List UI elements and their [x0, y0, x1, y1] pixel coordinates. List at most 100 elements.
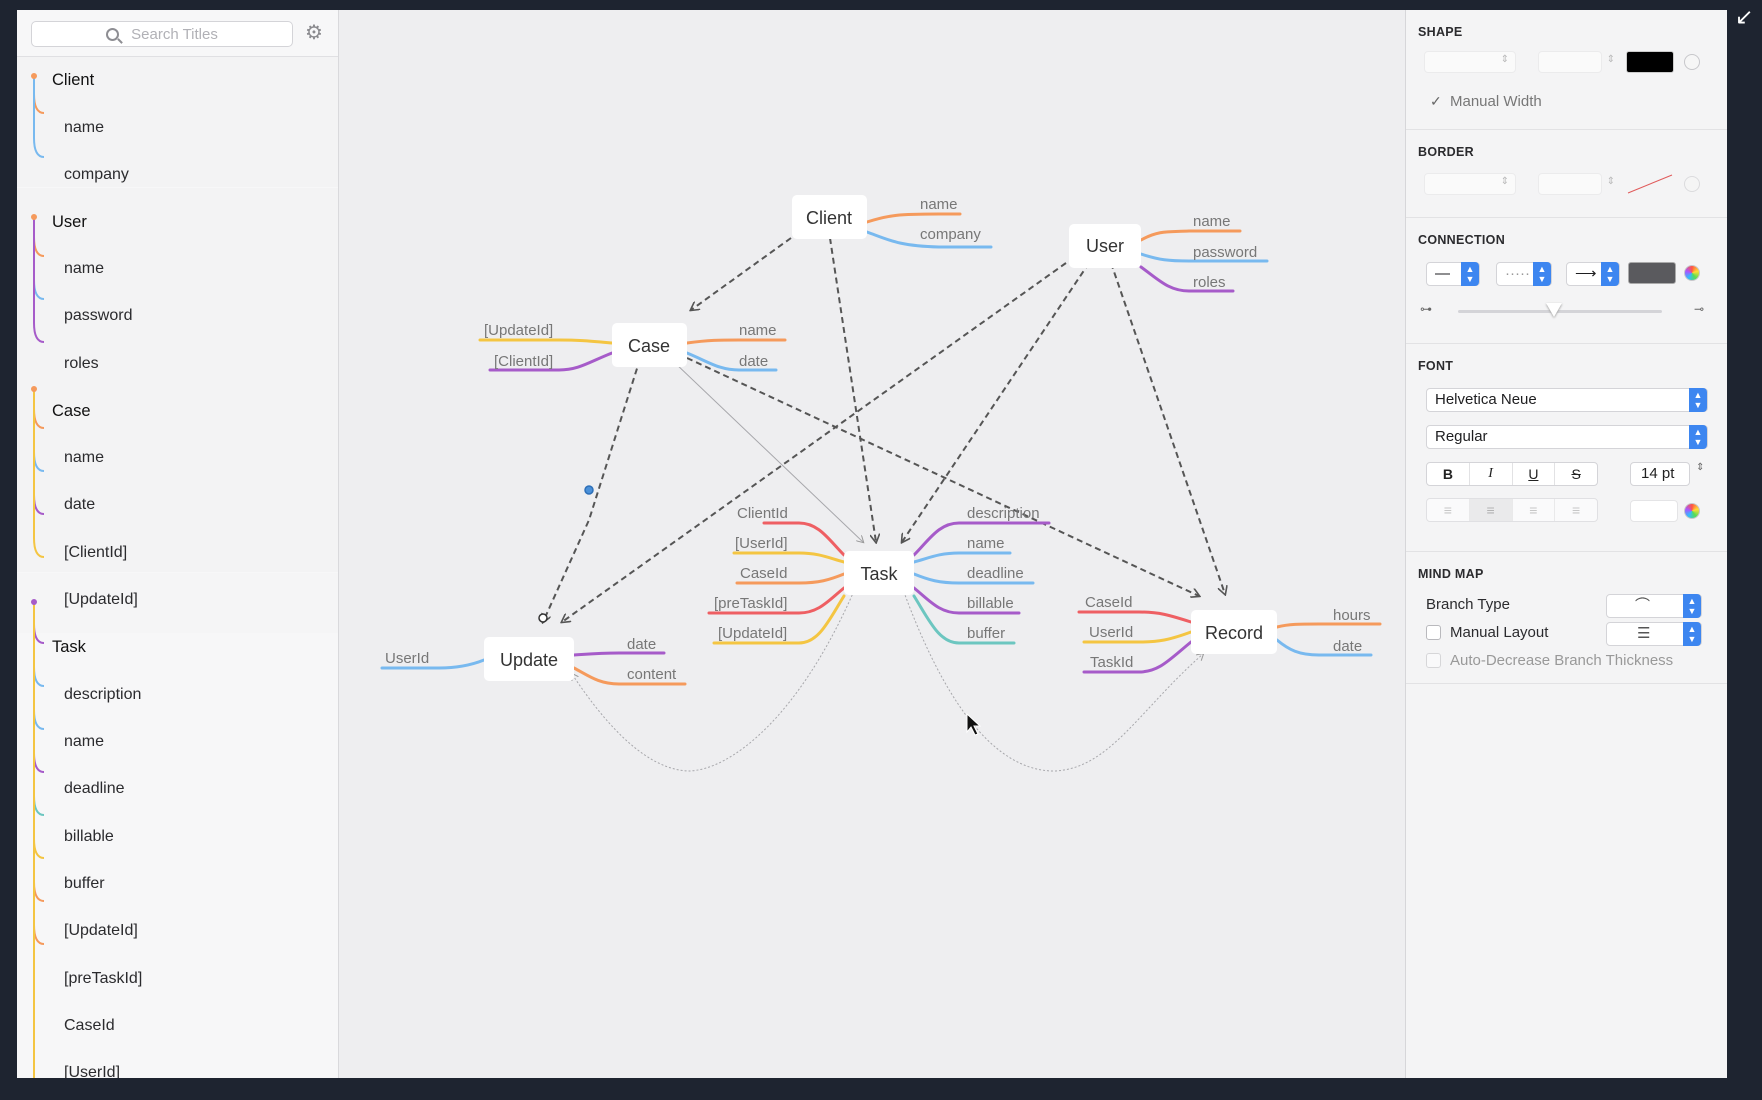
manual-width-checkbox[interactable]: ✓	[1430, 93, 1442, 109]
outline-root-task[interactable]: Task	[52, 638, 86, 656]
font-color-well[interactable]	[1630, 500, 1678, 522]
outline-item[interactable]: description	[64, 686, 142, 703]
record-attr[interactable]: CaseId	[1085, 594, 1133, 611]
color-picker-icon[interactable]	[1684, 503, 1700, 519]
align-right-icon[interactable]: ≡	[1513, 499, 1556, 521]
search-icon	[106, 27, 120, 41]
update-attr[interactable]: UserId	[385, 650, 429, 667]
record-branches	[1077, 610, 1382, 674]
task-attr[interactable]: billable	[967, 595, 1014, 612]
outline-item[interactable]: password	[64, 307, 133, 324]
color-picker-icon[interactable]	[1684, 265, 1700, 281]
thin-connections	[572, 361, 1203, 772]
node-client[interactable]: Client	[792, 195, 867, 239]
task-attr[interactable]: [UpdateId]	[718, 625, 787, 642]
outline-root-user[interactable]: User	[52, 213, 87, 231]
outline-item[interactable]: billable	[64, 828, 114, 845]
case-attr[interactable]: [UpdateId]	[484, 322, 553, 339]
bold-button[interactable]: B	[1427, 463, 1470, 485]
record-attr[interactable]: TaskId	[1090, 654, 1133, 671]
outline-item[interactable]: CaseId	[64, 1017, 115, 1034]
gear-icon[interactable]: ⚙	[305, 22, 323, 44]
update-attr[interactable]: date	[627, 636, 656, 653]
font-size-stepper[interactable]: ⇕	[1696, 462, 1705, 473]
search-placeholder: Search Titles	[131, 25, 218, 43]
case-attr[interactable]: name	[739, 322, 777, 339]
outline-item[interactable]: company	[64, 166, 129, 183]
outline-root-case[interactable]: Case	[52, 402, 91, 420]
outline-item[interactable]: name	[64, 119, 105, 136]
task-attr[interactable]: name	[967, 535, 1005, 552]
outline-group-task	[17, 573, 338, 633]
arrow-style-select[interactable]: ⟶▲▼	[1566, 262, 1620, 286]
record-attr[interactable]: date	[1333, 638, 1362, 655]
auto-decrease-checkbox[interactable]	[1426, 653, 1441, 668]
outline-root-client[interactable]: Client	[52, 71, 95, 89]
outline-item[interactable]: name	[64, 449, 105, 466]
task-attr[interactable]: [UserId]	[735, 535, 788, 552]
branch-type-select[interactable]: ⌒▲▼	[1606, 594, 1702, 618]
node-case[interactable]: Case	[612, 323, 687, 367]
node-record[interactable]: Record	[1191, 610, 1277, 654]
connection-control-point[interactable]	[584, 485, 594, 495]
outline-item[interactable]: name	[64, 733, 105, 750]
record-attr[interactable]: UserId	[1089, 624, 1133, 641]
outline-item[interactable]: roles	[64, 355, 99, 372]
record-attr[interactable]: hours	[1333, 607, 1371, 624]
user-attr[interactable]: password	[1193, 244, 1257, 261]
manual-layout-checkbox[interactable]	[1426, 625, 1441, 640]
outline-item[interactable]: buffer	[64, 875, 105, 892]
font-family-select[interactable]: Helvetica Neue▲▼	[1426, 388, 1708, 412]
font-style-select[interactable]: Regular▲▼	[1426, 425, 1708, 449]
case-branches	[478, 338, 787, 372]
task-attr[interactable]: deadline	[967, 565, 1024, 582]
resize-icon[interactable]: ↙	[1735, 4, 1754, 29]
color-picker-icon[interactable]	[1684, 54, 1700, 70]
task-attr[interactable]: CaseId	[740, 565, 788, 582]
outline-item[interactable]: [UpdateId]	[64, 591, 138, 608]
case-attr[interactable]: date	[739, 353, 768, 370]
task-attr[interactable]: description	[967, 505, 1040, 522]
search-input[interactable]: Search Titles	[31, 21, 293, 47]
strikethrough-button[interactable]: S	[1571, 466, 1581, 482]
align-center-icon[interactable]: ≡	[1469, 499, 1513, 521]
user-attr[interactable]: roles	[1193, 274, 1226, 291]
outline-item[interactable]: [UpdateId]	[64, 922, 138, 939]
user-attr[interactable]: name	[1193, 213, 1231, 230]
connection-color-well[interactable]	[1628, 262, 1676, 284]
node-user[interactable]: User	[1069, 224, 1141, 268]
shape-fill-color-well[interactable]	[1626, 51, 1674, 73]
align-justify-icon[interactable]: ≡	[1572, 502, 1581, 518]
layout-type-select[interactable]: ☰▲▼	[1606, 622, 1702, 646]
curvature-slider-thumb[interactable]	[1546, 303, 1562, 317]
connection-handle[interactable]	[538, 613, 548, 623]
case-attr[interactable]: [ClientId]	[494, 353, 553, 370]
mindmap-canvas[interactable]: name company name password roles	[339, 10, 1405, 1078]
client-attr[interactable]: name	[920, 196, 958, 213]
color-picker-icon[interactable]	[1684, 176, 1700, 192]
border-color-well[interactable]	[1626, 173, 1674, 195]
underline-button[interactable]: U	[1513, 463, 1556, 485]
task-branches	[707, 521, 1051, 645]
update-branches	[380, 651, 687, 686]
task-attr[interactable]: ClientId	[737, 505, 788, 522]
client-attr[interactable]: company	[920, 226, 981, 243]
task-attr[interactable]: buffer	[967, 625, 1005, 642]
align-left-icon[interactable]: ≡	[1427, 499, 1470, 521]
dash-style-select[interactable]: ·····▲▼	[1496, 262, 1552, 286]
outline-item[interactable]: name	[64, 260, 105, 277]
font-size-field[interactable]: 14 pt	[1630, 462, 1690, 486]
node-task[interactable]: Task	[844, 551, 914, 595]
update-attr[interactable]: content	[627, 666, 677, 683]
outline-item[interactable]: [ClientId]	[64, 544, 128, 561]
outline-item[interactable]: date	[64, 496, 96, 513]
line-style-select[interactable]: —▲▼	[1426, 262, 1480, 286]
outline-item[interactable]: deadline	[64, 780, 125, 797]
outline-item[interactable]: [UserId]	[64, 1064, 121, 1078]
outline-item[interactable]: [preTaskId]	[64, 970, 143, 987]
node-update[interactable]: Update	[484, 637, 574, 681]
task-attr[interactable]: [preTaskId]	[714, 595, 787, 612]
outline-branch-lines	[31, 73, 45, 1078]
italic-button[interactable]: I	[1470, 463, 1513, 485]
